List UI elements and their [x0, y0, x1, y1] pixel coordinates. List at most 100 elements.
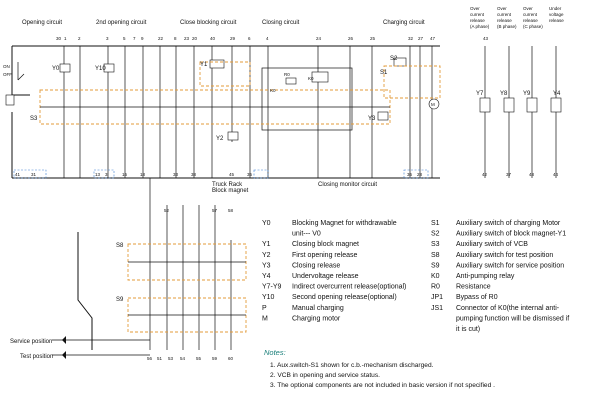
top-terminal-number: 1 — [64, 36, 67, 41]
legend-code: Y2 — [262, 252, 271, 259]
top-terminal-number: 30 — [56, 36, 62, 41]
bottom-terminal-number: 16 — [122, 172, 128, 177]
label-s8: S8 — [116, 243, 124, 249]
top-terminal-number: 2 — [78, 36, 81, 41]
note-line: 2. VCB in opening and service status. — [270, 372, 380, 379]
legend-code: R0 — [431, 284, 440, 291]
label-closing-monitor: Closing monitor circuit — [318, 182, 377, 188]
legend-text: Bypass of R0 — [456, 294, 498, 301]
svg-text:Under: Under — [549, 6, 562, 11]
bottom-terminal-number: 33 — [173, 172, 179, 177]
label-y7: Y7 — [476, 91, 484, 97]
note-line: 1. Aux.switch-S1 shown for c.b.-mechanis… — [270, 362, 434, 369]
aux-bottom-terminal-number: 53 — [168, 356, 174, 361]
label-off: OFF — [3, 72, 12, 77]
label-y2: Y2 — [216, 136, 224, 142]
legend-code: JP1 — [431, 294, 443, 301]
bottom-terminal-number: 31 — [31, 172, 37, 177]
top-wiring — [5, 45, 441, 179]
legend-text: Auxiliary switch of VCB — [456, 241, 528, 248]
label-on: ON — [3, 64, 10, 69]
label-y10: Y10 — [95, 66, 106, 72]
label-r0: R0 — [284, 72, 290, 77]
legend-text: Auxiliary switch of charging Motor — [456, 220, 561, 227]
legend-text: First opening release — [292, 252, 357, 259]
bottom-terminal-number: 35 — [247, 172, 253, 177]
legend-code: S8 — [431, 252, 440, 259]
label-test-position: Test position — [20, 354, 53, 360]
label-s2: S2 — [390, 56, 398, 62]
top-terminal-number: 29 — [230, 36, 236, 41]
label-s9: S9 — [116, 297, 124, 303]
top-terminal-number: 25 — [370, 36, 376, 41]
label-truck-rack: Truck Rack — [212, 182, 243, 188]
legend-code: Y3 — [262, 262, 271, 269]
bottom-terminal-number: 36 — [407, 172, 413, 177]
notes-title: Notes: — [264, 348, 286, 357]
heading-closing-circuit: Closing circuit — [262, 20, 300, 26]
release-coils — [479, 46, 562, 178]
legend-text: Auxiliary switch for test position — [456, 252, 553, 259]
top-terminal-number: 32 — [408, 36, 414, 41]
top-terminal-number: 9 — [141, 36, 144, 41]
heading-undervoltage: Under voltage release — [549, 6, 564, 23]
heading-overcurrent-b: Over current release (B phase) — [497, 6, 517, 29]
notes-list: 1. Aux.switch-S1 shown for c.b.-mechanis… — [270, 362, 495, 389]
label-service-position: Service position — [10, 339, 52, 345]
label-s1: S1 — [380, 70, 388, 76]
aux-top-terminal-number: 52 — [164, 208, 170, 213]
top-terminal-number: 47 — [430, 36, 436, 41]
svg-text:release: release — [497, 18, 512, 23]
aux-bottom-terminal-number: 59 — [212, 356, 218, 361]
top-terminal-number: 5 — [123, 36, 126, 41]
top-terminal-number: 22 — [158, 36, 164, 41]
legend-code: S2 — [431, 231, 440, 238]
aux-bottom-terminal-number: 54 — [180, 356, 186, 361]
svg-text:release: release — [470, 18, 485, 23]
top-terminal-number: 7 — [133, 36, 136, 41]
legend-code: S1 — [431, 220, 440, 227]
top-terminal-number: 40 — [210, 36, 216, 41]
label-y3: Y3 — [368, 116, 376, 122]
legend-text: unit--- V0 — [292, 231, 321, 238]
inner-labels: ON OFF Y0 Y10 Y1 Y2 Y3 Y4 Y7 Y8 Y9 S1 S2… — [3, 56, 561, 194]
label-y1: Y1 — [200, 62, 208, 68]
top-terminal-number: 26 — [348, 36, 354, 41]
bottom-terminal-number: 38 — [191, 172, 197, 177]
note-line: 3. The optional components are not inclu… — [270, 382, 495, 389]
legend-code: P — [262, 305, 267, 312]
legend-text: Auxiliary switch of block magnet-Y1 — [456, 231, 566, 238]
label-s3: S3 — [30, 116, 38, 122]
bottom-terminal-number: 28 — [417, 172, 423, 177]
heading-second-opening-circuit: 2nd opening circuit — [96, 20, 147, 26]
aux-bottom-terminal-number: 56 — [147, 356, 153, 361]
svg-text:current: current — [523, 12, 538, 17]
label-y4: Y4 — [553, 91, 561, 97]
svg-text:(A phase): (A phase) — [470, 24, 490, 29]
label-y0: Y0 — [52, 66, 60, 72]
label-y9: Y9 — [523, 91, 531, 97]
legend-code: Y4 — [262, 273, 271, 280]
bottom-terminal-number: 41 — [15, 172, 21, 177]
legend-code: S9 — [431, 262, 440, 269]
top-terminal-number: 43 — [483, 36, 489, 41]
svg-text:voltage: voltage — [549, 12, 564, 17]
legend-code: M — [262, 315, 268, 322]
legend-code: Y7-Y9 — [262, 284, 282, 291]
aux-bottom-terminal-number: 51 — [157, 356, 163, 361]
top-terminal-number: 20 — [192, 36, 198, 41]
label-y8: Y8 — [500, 91, 508, 97]
top-terminal-number: 4 — [266, 36, 269, 41]
aux-top-terminal-number: 57 — [212, 208, 218, 213]
legend-text: Undervoltage release — [292, 273, 359, 280]
bottom-terminal-number: 3 — [105, 172, 108, 177]
legend-text: Auxiliary switch for service position — [456, 262, 564, 269]
legend-code: Y1 — [262, 241, 271, 248]
label-k0b: K0 — [270, 88, 276, 93]
